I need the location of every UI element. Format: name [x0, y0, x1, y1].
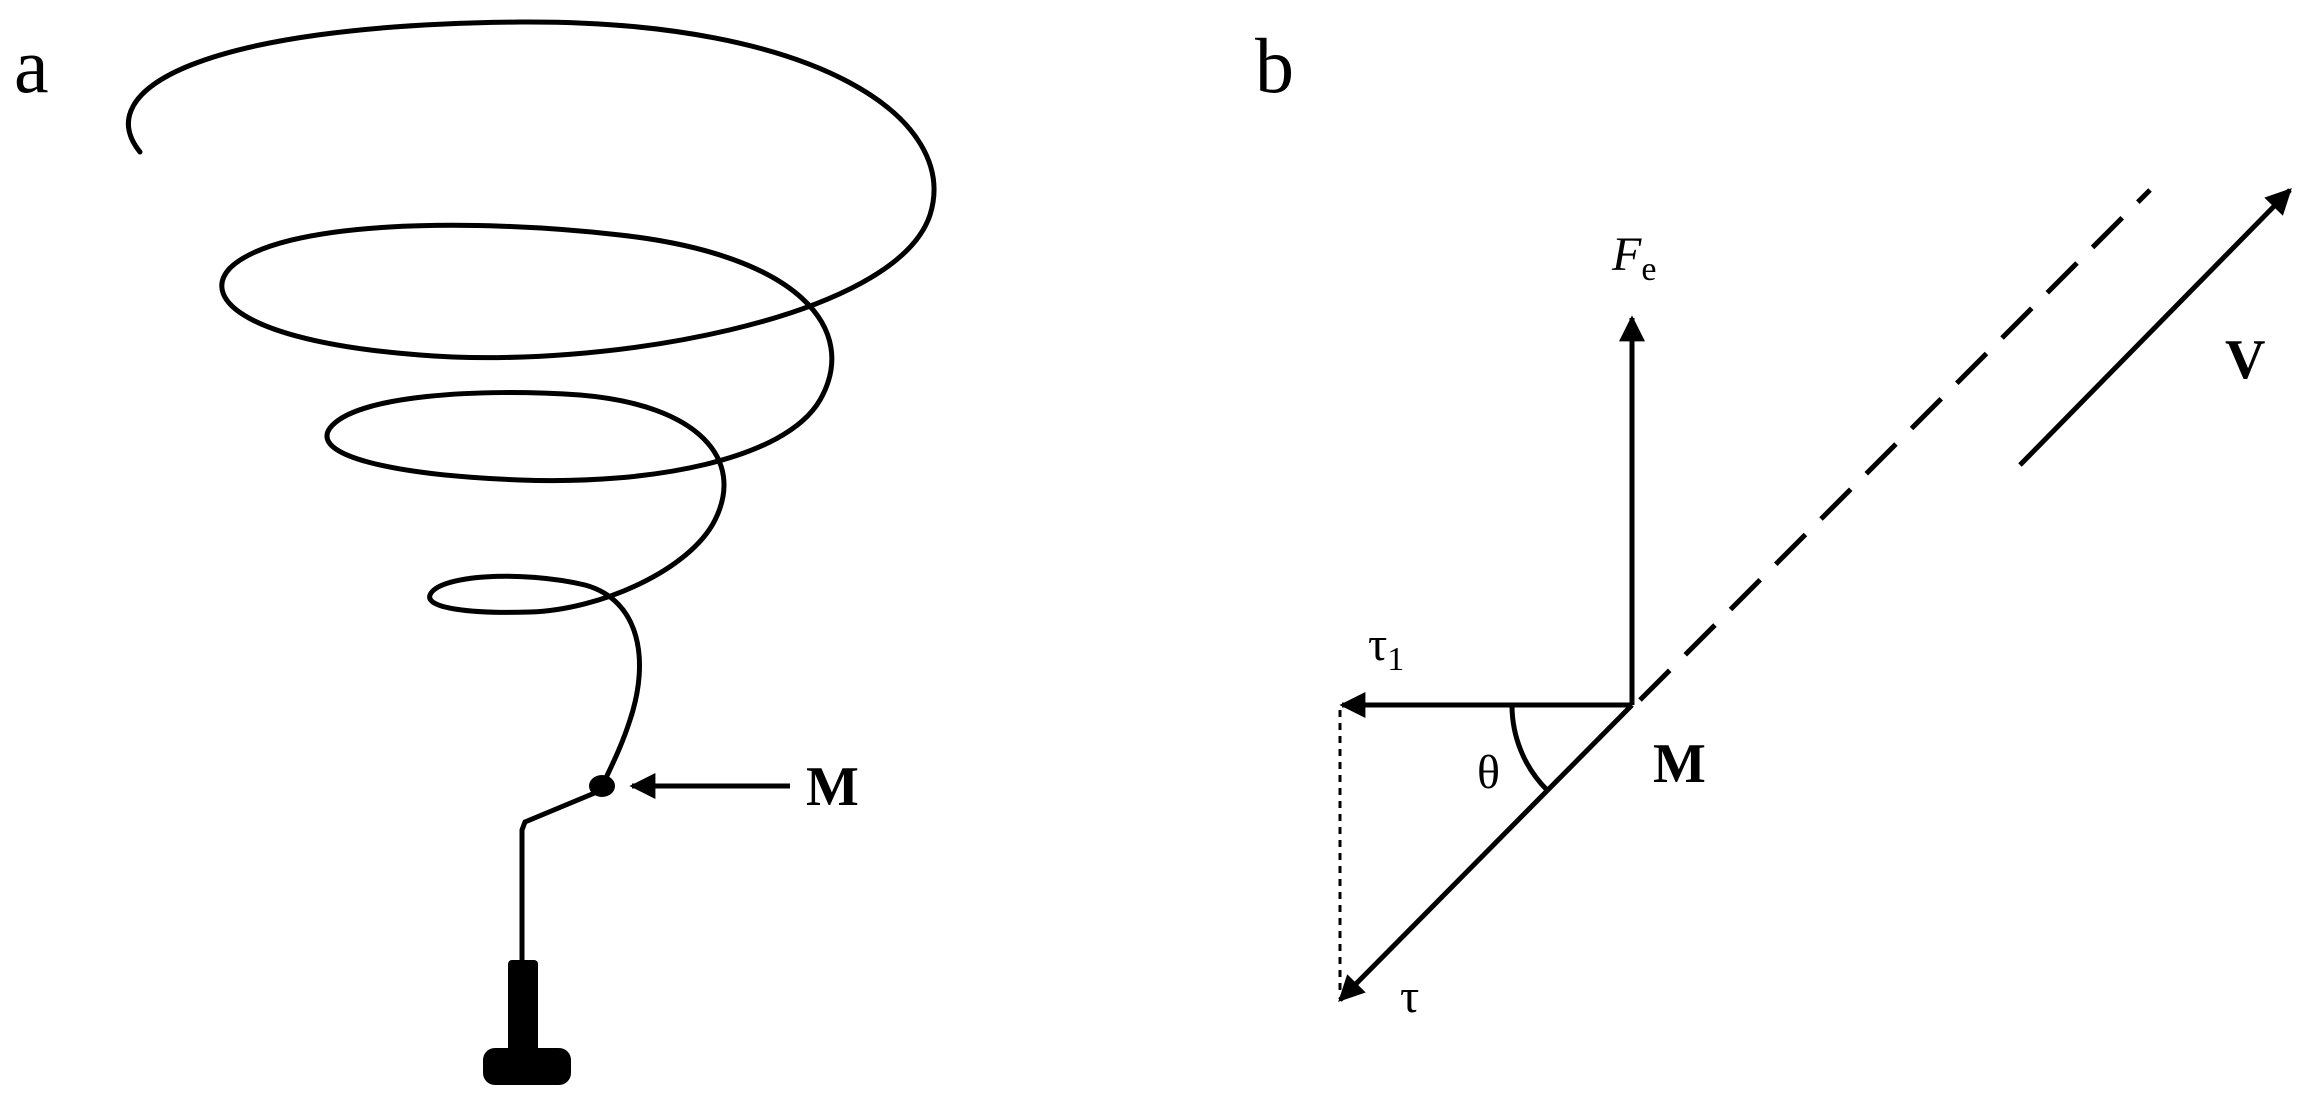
panel-b: b Fe V τ1 τ θ M: [1255, 22, 2292, 1023]
holder-base: [483, 1048, 571, 1085]
tau1-label: τ1: [1368, 618, 1404, 678]
force-label: Fe: [1611, 228, 1656, 288]
panel-a: a M: [14, 19, 937, 1085]
panel-a-point-label: M: [806, 756, 859, 818]
panel-a-label: a: [14, 22, 49, 109]
angle-label: θ: [1477, 746, 1500, 799]
velocity-vector: [2018, 188, 2292, 467]
panel-b-label: b: [1255, 22, 1294, 109]
velocity-label: V: [2225, 329, 2265, 391]
holder-stem: [508, 960, 538, 1055]
angle-arc: [1509, 704, 1549, 792]
spiral-wire: [126, 19, 937, 783]
tangent-dashed-line: [1638, 188, 2152, 702]
tau-label: τ: [1400, 970, 1419, 1023]
panel-b-point-label: M: [1653, 733, 1706, 795]
support-rod: [519, 789, 598, 965]
tau-vector: [1338, 703, 1634, 1002]
